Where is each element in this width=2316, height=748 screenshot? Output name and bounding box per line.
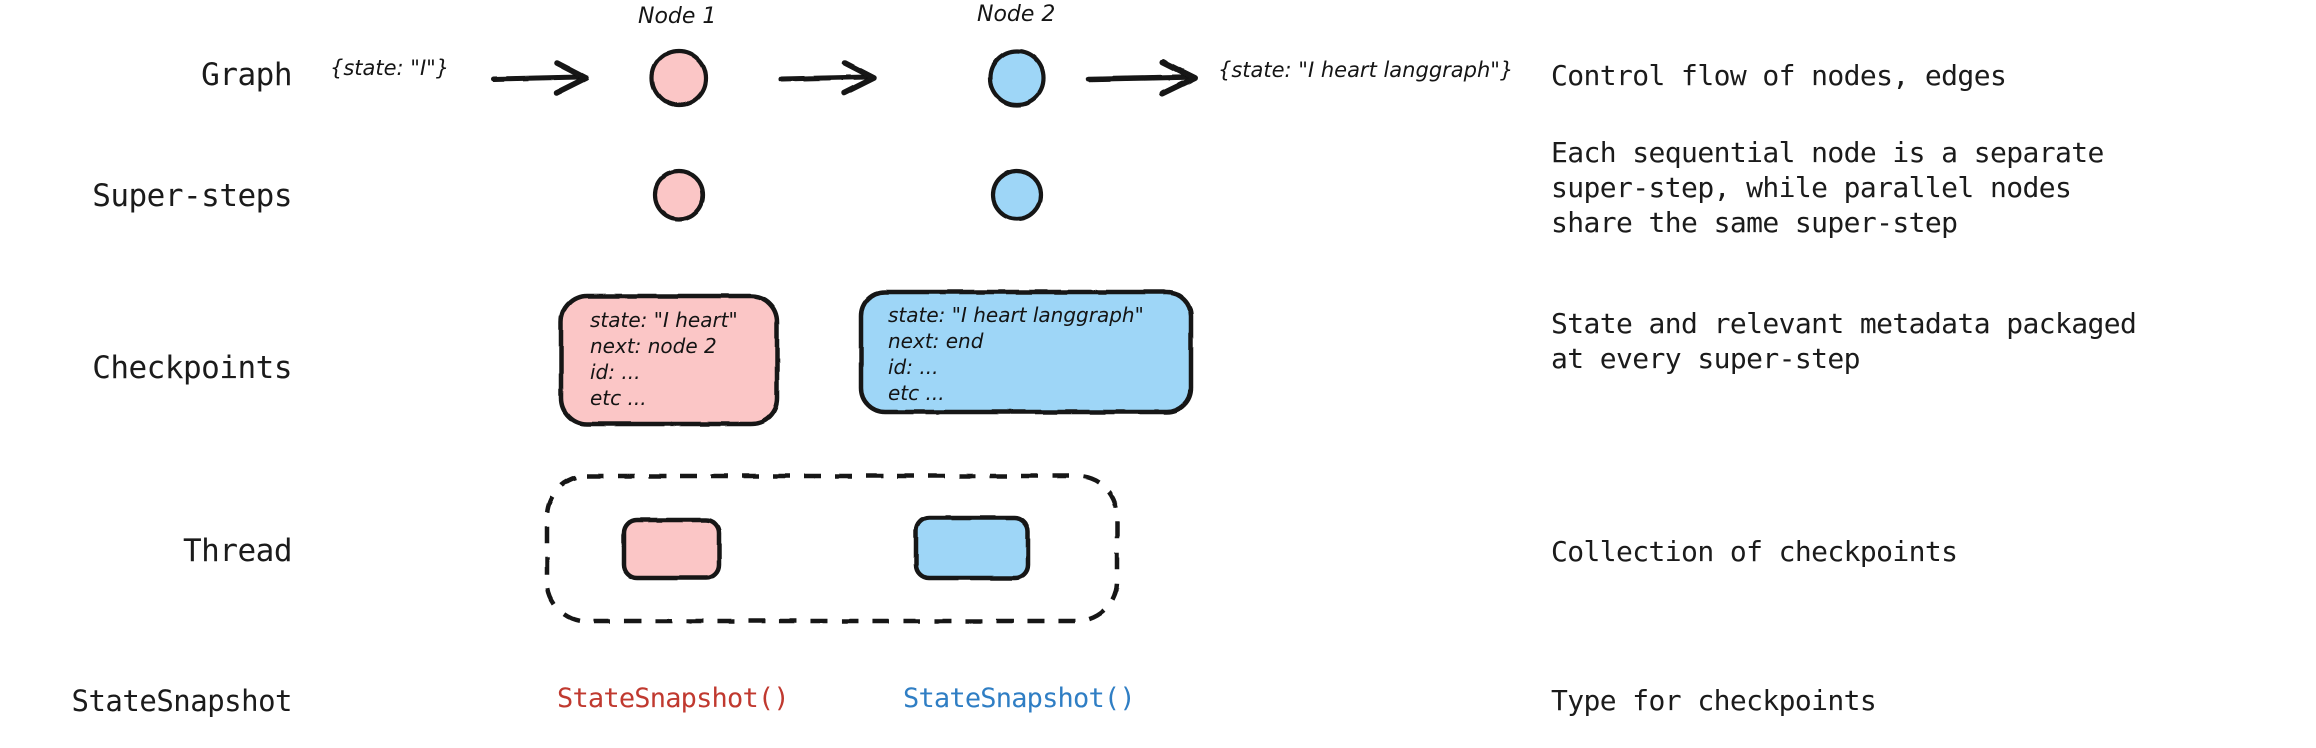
description-checkpoints: State and relevant metadata packaged at … <box>1551 306 2311 376</box>
row-label-checkpoints: Checkpoints <box>92 350 292 386</box>
row-label-thread: Thread <box>183 533 292 569</box>
superstep-node-1-circle <box>652 168 706 222</box>
graph-node-2-caption: Node 2 <box>977 2 1056 27</box>
checkpoint-card-1-line-3: id: ... <box>590 360 641 384</box>
checkpoint-card-2-line-2: next: end <box>888 329 984 353</box>
description-super-steps-line-2: super-step, while parallel nodes <box>1551 171 2072 204</box>
description-checkpoints-line-1: State and relevant metadata packaged <box>1551 307 2137 340</box>
checkpoint-card-1-line-2: next: node 2 <box>590 334 717 358</box>
description-super-steps-line-3: share the same super-step <box>1551 206 1958 239</box>
superstep-node-2-circle <box>990 168 1044 222</box>
checkpoint-card-1-line-4: etc ... <box>590 386 647 410</box>
description-thread: Collection of checkpoints <box>1551 535 1958 568</box>
description-checkpoints-line-2: at every super-step <box>1551 342 1861 375</box>
graph-node-1-circle <box>649 48 709 108</box>
graph-node-2-circle <box>987 48 1047 108</box>
graph-output-state-label: {state: "I heart langgraph"} <box>1218 58 1514 82</box>
row-label-graph: Graph <box>201 57 292 93</box>
row-label-statesnapshot: StateSnapshot <box>71 684 293 718</box>
checkpoint-card-2-line-4: etc ... <box>888 381 945 405</box>
thread-checkpoint-2-shape <box>913 515 1031 581</box>
checkpoint-card-1-line-1: state: "I heart" <box>590 308 738 332</box>
description-super-steps: Each sequential node is a separate super… <box>1551 135 2311 240</box>
graph-input-state-label: {state: "I"} <box>330 56 450 80</box>
checkpoint-card-2-line-3: id: ... <box>888 355 939 379</box>
graph-edge-2 <box>778 60 877 96</box>
graph-edge-1 <box>490 60 589 96</box>
checkpoint-card-2-shape <box>858 289 1194 415</box>
description-graph: Control flow of nodes, edges <box>1551 59 2007 92</box>
graph-edge-3 <box>1086 59 1198 97</box>
thread-checkpoint-1-shape <box>621 517 722 581</box>
snapshot-label-node-1: StateSnapshot() <box>557 683 790 714</box>
description-statesnapshot: Type for checkpoints <box>1551 684 1877 717</box>
graph-node-1-caption: Node 1 <box>638 4 717 29</box>
row-label-super-steps: Super-steps <box>92 178 292 214</box>
snapshot-label-node-2: StateSnapshot() <box>903 683 1136 714</box>
description-super-steps-line-1: Each sequential node is a separate <box>1551 136 2104 169</box>
checkpoint-card-1-shape <box>558 293 780 427</box>
checkpoint-card-2-line-1: state: "I heart langgraph" <box>888 303 1144 327</box>
